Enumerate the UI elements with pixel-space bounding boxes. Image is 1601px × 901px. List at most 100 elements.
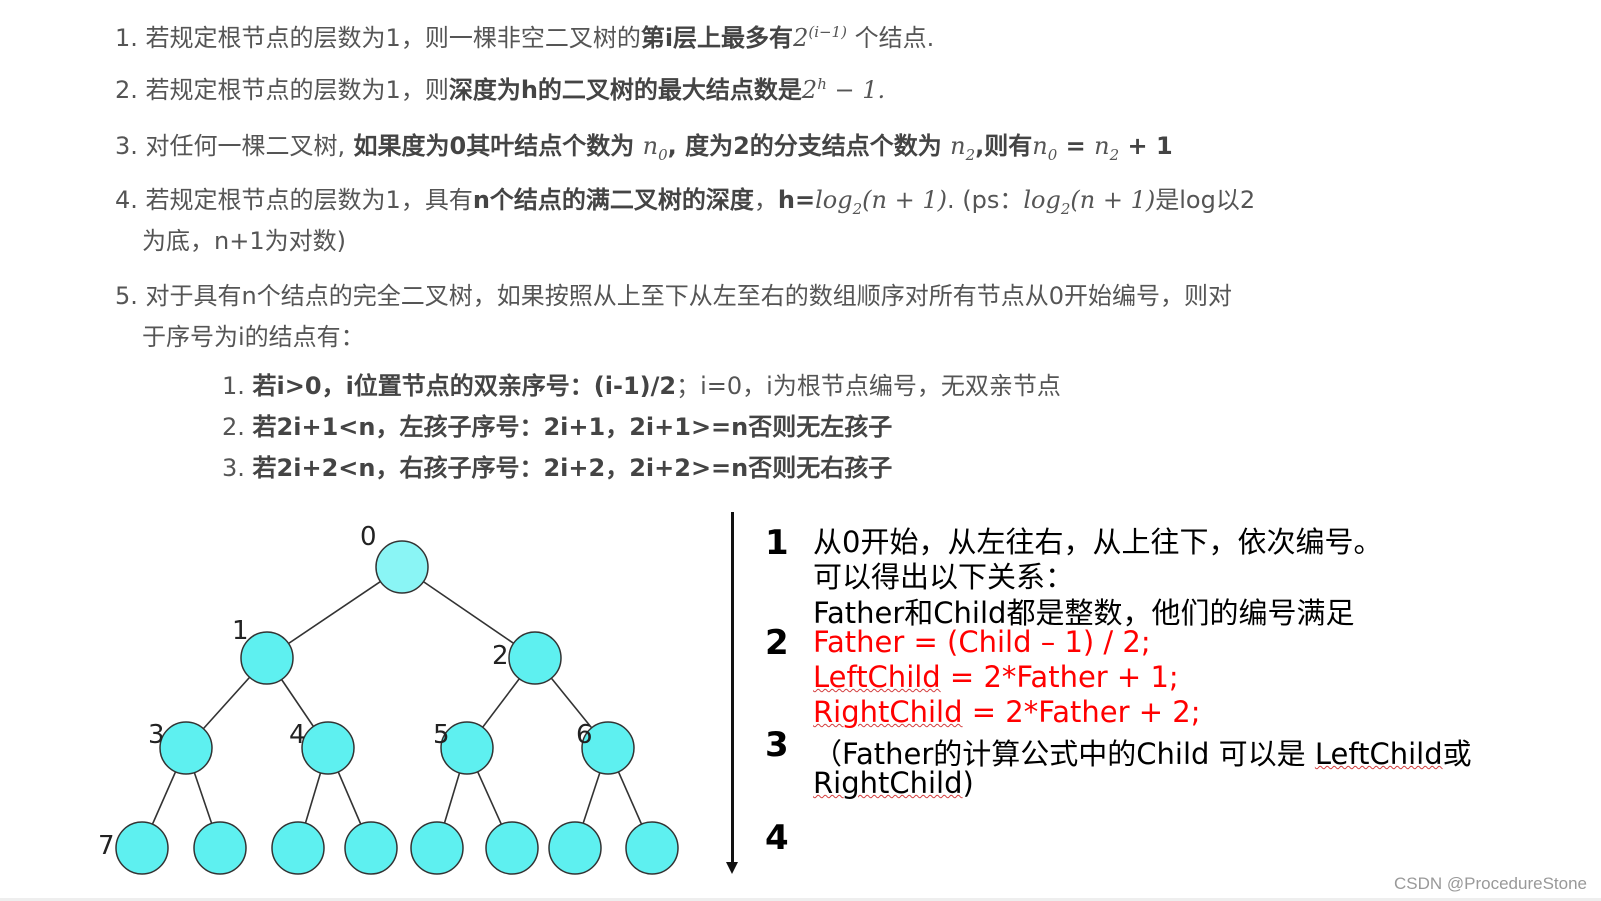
h-label: h=: [777, 186, 816, 214]
math-log: log: [815, 186, 853, 214]
math-arg: (n + 1): [862, 186, 947, 214]
rule-bold-text: n个结点的满二叉树的深度: [472, 186, 754, 214]
math-n0: n: [642, 132, 659, 160]
math-log: log: [1023, 186, 1061, 214]
math-log-sub: 2: [852, 199, 863, 218]
marker-2: 2: [765, 623, 789, 663]
vertical-divider-arrow: [731, 512, 734, 870]
tree-node: [410, 821, 464, 875]
note-prefix: （Father的计算公式中的Child 可以是: [813, 737, 1315, 771]
rule-text: 若规定根节点的层数为1，则: [145, 76, 449, 104]
math-n0-sub: 0: [658, 145, 668, 164]
tree-node: [440, 721, 494, 775]
sub-rule-number: 2.: [222, 413, 245, 441]
sub-rule-normal: ；i=0，i为根节点编号，无双亲节点: [676, 372, 1061, 400]
rule-number: 2.: [115, 76, 138, 104]
math-arg: (n + 1): [1070, 186, 1156, 214]
rule-text: 对任何一棵二叉树,: [145, 132, 346, 160]
math-exponent: (i−1): [808, 23, 847, 41]
rule-number: 5.: [115, 282, 138, 310]
rule-4-continuation: 为底，n+1为对数): [142, 227, 346, 255]
marker-3: 3: [765, 725, 789, 765]
watermark: CSDN @ProcedureStone: [1393, 874, 1587, 893]
sub-rule-number: 3.: [222, 454, 245, 482]
tree-node: [159, 721, 213, 775]
rule-text-end: 个结点.: [846, 24, 935, 52]
tree-node-label: 2: [492, 641, 509, 671]
tree-node-label: 4: [289, 720, 306, 750]
tree-node: [344, 821, 398, 875]
tree-node: [625, 821, 679, 875]
arrow-head-icon: [726, 862, 738, 874]
explain-line-2: 可以得出以下关系：: [813, 560, 1075, 594]
note-or: 或: [1442, 737, 1472, 771]
tree-nodes: [115, 540, 679, 875]
math-n2: n: [950, 132, 966, 160]
sub-rule-bold: 若2i+2<n，右孩子序号：2i+2，2i+2>=n否则无右孩子: [252, 454, 893, 482]
tree-node: [115, 821, 169, 875]
tree-node: [485, 821, 539, 875]
sub-rule-bold: 若2i+1<n，左孩子序号：2i+1，2i+1>=n否则无左孩子: [252, 413, 893, 441]
explain-line-3: Father和Child都是整数，他们的编号满足: [813, 596, 1355, 630]
tree-edge: [266, 566, 403, 659]
left-child-word: LeftChild: [813, 660, 941, 694]
marker-4: 4: [765, 818, 789, 858]
note-left-child: LeftChild: [1314, 737, 1443, 771]
explain-line-7: （Father的计算公式中的Child 可以是 LeftChild或: [813, 731, 1472, 773]
tree-node-label: 1: [232, 616, 249, 646]
tree-node: [375, 540, 429, 594]
tree-edges: [141, 566, 653, 849]
math-base: 2: [801, 76, 818, 104]
math-eq-end: + 1: [1119, 132, 1173, 160]
sub-rule-2: 2. 若2i+1<n，左孩子序号：2i+1，2i+1>=n否则无左孩子: [222, 407, 892, 442]
tree-node: [301, 721, 355, 775]
explain-line-1: 从0开始，从左往右，从上往下，依次编号。: [813, 525, 1383, 559]
tree-node: [240, 631, 294, 685]
rule-4: 4. 若规定根节点的层数为1，具有n个结点的满二叉树的深度，h=log2(n +…: [115, 180, 1255, 218]
rule-text: 对于具有n个结点的完全二叉树，如果按照从上至下从左至右的数组顺序对所有节点从0开…: [145, 282, 1233, 310]
math-eq-n0-sub: 0: [1047, 145, 1058, 164]
rule-text: 若规定根节点的层数为1，具有: [145, 186, 473, 214]
math-tail: − 1.: [826, 76, 886, 104]
tree-node-label: 7: [98, 831, 115, 861]
tree-node-label: 0: [360, 522, 377, 552]
sub-rule-number: 1.: [222, 372, 245, 400]
rule-2: 2. 若规定根节点的层数为1，则深度为h的二叉树的最大结点数是2h − 1.: [115, 70, 885, 105]
sub-rule-1: 1. 若i>0，i位置节点的双亲序号：(i-1)/2；i=0，i为根节点编号，无…: [222, 366, 1061, 401]
rule-number: 4.: [115, 186, 138, 214]
tree-node: [271, 821, 325, 875]
sub-rule-3: 3. 若2i+2<n，右孩子序号：2i+2，2i+2>=n否则无右孩子: [222, 448, 892, 483]
formula-father: Father = (Child – 1) / 2;: [813, 625, 1151, 659]
math-log-sub: 2: [1060, 199, 1071, 218]
note-close: ): [962, 766, 974, 800]
math-eq-mid: =: [1057, 132, 1095, 160]
tree-node: [193, 821, 247, 875]
left-child-formula: = 2*Father + 1;: [940, 660, 1179, 694]
rule-tail: 是log以2: [1155, 186, 1256, 214]
rule-number: 1.: [115, 24, 138, 52]
rule-5-continuation: 于序号为i的结点有：: [142, 323, 365, 351]
rule-bold-text: ,则有: [975, 132, 1033, 160]
rule-text: 若规定根节点的层数为1，则一棵非空二叉树的: [145, 24, 641, 52]
marker-1: 1: [765, 523, 789, 563]
explain-line-8: RightChild): [813, 766, 974, 800]
math-exponent: h: [817, 75, 827, 93]
rule-comma: ，: [753, 186, 778, 214]
formula-right-child: RightChild = 2*Father + 2;: [813, 695, 1200, 729]
tree-node: [581, 721, 635, 775]
rule-bold-text: 第i层上最多有: [640, 24, 794, 52]
note-right-child: RightChild: [813, 766, 963, 800]
ps-text: . (ps：: [947, 186, 1024, 214]
right-child-word: RightChild: [813, 695, 963, 729]
formula-left-child: LeftChild = 2*Father + 1;: [813, 660, 1179, 694]
math-eq-n2: n: [1094, 132, 1110, 160]
math-eq-n0: n: [1032, 132, 1048, 160]
rule-bold-text: 如果度为0其叶结点个数为: [345, 132, 643, 160]
math-base: 2: [793, 24, 809, 52]
rule-1: 1. 若规定根节点的层数为1，则一棵非空二叉树的第i层上最多有2(i−1) 个结…: [115, 18, 934, 53]
tree-node-label: 6: [576, 720, 593, 750]
rule-bold-text: , 度为2的分支结点个数为: [667, 132, 951, 160]
rule-number: 3.: [115, 132, 138, 160]
